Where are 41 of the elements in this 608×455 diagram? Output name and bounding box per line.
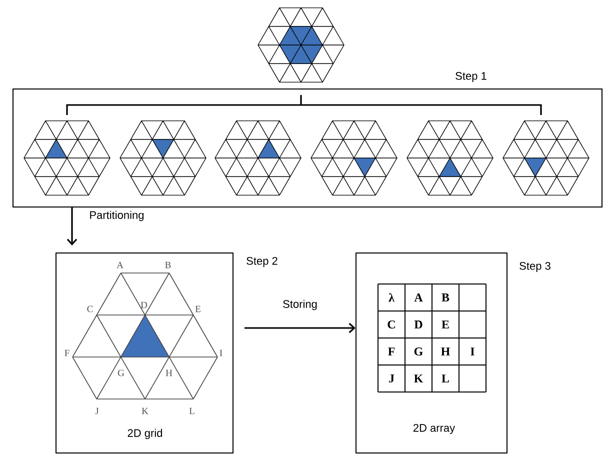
array-entry: J xyxy=(389,374,394,382)
hexagon-grid-drawing xyxy=(502,120,590,196)
caption-text: 2D array xyxy=(413,424,456,434)
array-entry: F xyxy=(388,348,395,356)
arrow xyxy=(66,208,78,246)
hexagon-grid-drawing xyxy=(406,120,494,196)
vertex-label: E xyxy=(195,306,200,312)
arrow xyxy=(244,322,356,334)
vertex-label: G xyxy=(118,370,124,376)
array-entry: C xyxy=(388,320,395,329)
vertex-label: B xyxy=(165,262,171,268)
vertex-label: H xyxy=(166,370,172,376)
array-entry: A xyxy=(414,294,423,302)
array-entry: K xyxy=(414,374,424,382)
edge-label: Storing xyxy=(282,298,318,312)
vertex-label: F xyxy=(64,350,70,356)
hexagon-grid-drawing xyxy=(214,120,302,196)
array-entry: E xyxy=(442,320,449,328)
hexagon-grid-drawing xyxy=(310,120,398,196)
vertex-label: I xyxy=(220,350,222,356)
step-label: Step 1 xyxy=(456,72,486,82)
edge-label: Partitioning xyxy=(88,210,146,222)
vertex-label: K xyxy=(142,408,148,414)
array-entry: H xyxy=(441,348,450,356)
step-label: Step 2 xyxy=(246,257,278,267)
step-label: Step 3 xyxy=(520,262,550,272)
vertex-label: J xyxy=(95,408,99,414)
array-entry: G xyxy=(414,347,423,356)
hexagon-grid-drawing xyxy=(120,120,206,196)
array-entry: D xyxy=(414,320,422,328)
vertex-label: A xyxy=(116,262,124,268)
vertex-label: C xyxy=(87,306,93,312)
vertex-label: D xyxy=(140,302,148,308)
hexagon-grid-drawing xyxy=(258,7,344,83)
array-entry: L xyxy=(442,374,449,382)
caption-text: 2D grid xyxy=(128,428,162,440)
array-entry: I xyxy=(470,348,474,356)
array-entry: B xyxy=(442,294,450,302)
vertex-label: L xyxy=(189,408,194,414)
array-entry: λ xyxy=(388,293,394,302)
hexagon-grid-drawing xyxy=(24,120,110,196)
